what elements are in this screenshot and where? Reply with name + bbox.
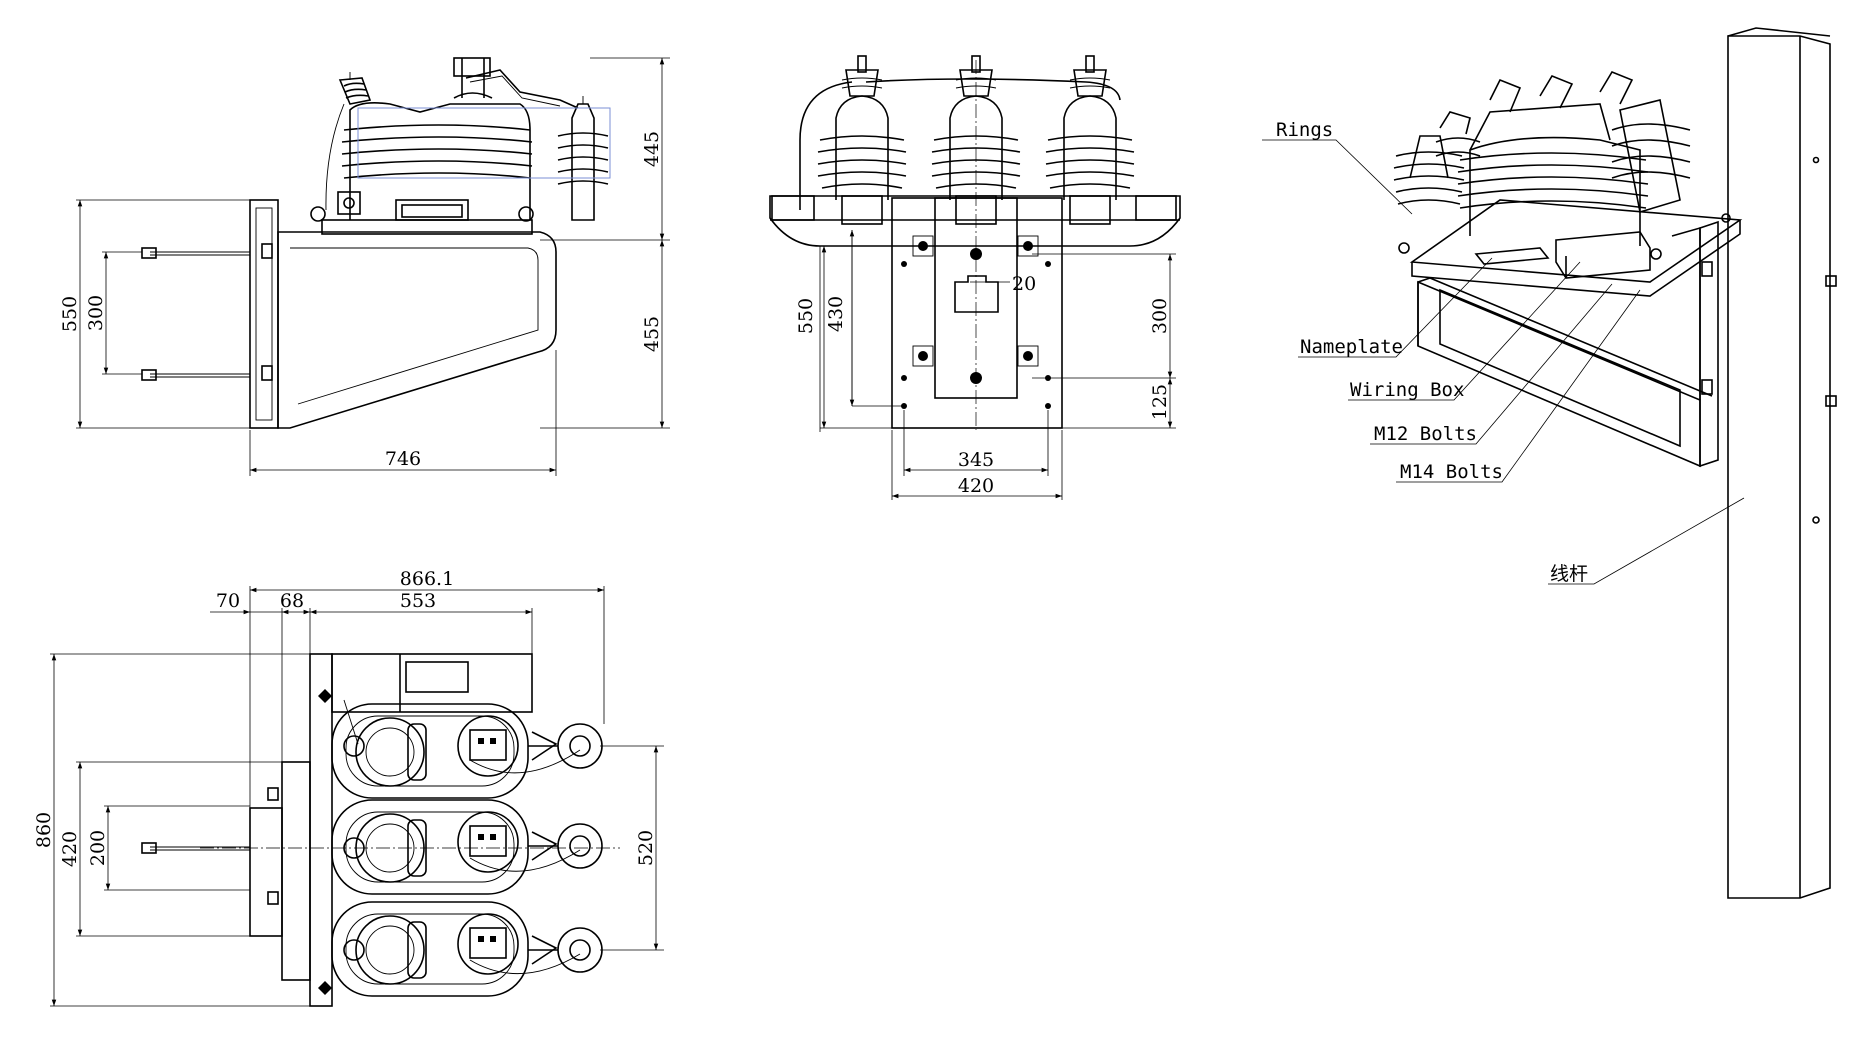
front-view: 550 430 20 300 125 345 420 (769, 55, 1181, 500)
side-dim-bracket-height: 550 (59, 296, 81, 332)
iso-breaker-body (1469, 136, 1641, 246)
side-bracket (277, 231, 557, 429)
top-dim-total-depth: 860 (33, 812, 55, 848)
iso-nameplate (1474, 247, 1550, 265)
side-arrester (571, 103, 595, 221)
iso-platform (1409, 199, 1743, 283)
front-dim-inner-width: 345 (958, 449, 994, 471)
iso-label-m12: M12 Bolts (1374, 423, 1477, 445)
top-dim-body-length: 553 (400, 590, 436, 612)
top-dim-frame-depth: 420 (59, 831, 81, 867)
front-dim-bottom-offset: 125 (1149, 384, 1171, 420)
front-dim-hole-height: 430 (825, 296, 847, 332)
iso-leader-m12 (1370, 283, 1613, 445)
front-dim-slot-width: 20 (1012, 273, 1036, 295)
front-mount-plate (891, 197, 1063, 429)
iso-label-nameplate: Nameplate (1300, 336, 1403, 358)
top-dim-total-length: 866.1 (400, 568, 454, 590)
top-poles (331, 703, 603, 997)
side-dim-lower-height: 455 (641, 316, 663, 352)
top-nameplate-box (331, 653, 533, 713)
iso-leader-m14 (1396, 289, 1641, 483)
front-dim-slot-spacing: 300 (1149, 298, 1171, 334)
top-wall-plate (249, 807, 283, 937)
front-breaker-frame (769, 195, 1181, 247)
top-dim-offset-b: 68 (280, 590, 304, 612)
iso-wiring-box (1555, 231, 1651, 279)
iso-leader-pole (1548, 497, 1745, 585)
iso-view: Rings Nameplate Wiring Box M12 Bolts M14… (1262, 27, 1837, 899)
side-insulator-fins (341, 124, 533, 179)
top-frame-rail (309, 653, 333, 1007)
front-dim-plate-height: 550 (795, 298, 817, 334)
side-view: 746 550 300 445 455 (59, 57, 670, 476)
front-insulators (817, 55, 1135, 225)
side-dim-upper-height: 445 (641, 131, 663, 167)
top-dim-bolt-spacing: 200 (87, 830, 109, 866)
side-mount-plate (249, 199, 279, 429)
iso-leader-rings (1262, 139, 1413, 215)
top-dim-offset-a: 70 (216, 590, 240, 612)
top-view: 866.1 70 68 553 860 420 200 520 (33, 568, 664, 1007)
iso-pole (1727, 35, 1831, 899)
iso-label-wiring-box: Wiring Box (1350, 379, 1464, 401)
side-dim-bolt-spacing: 300 (85, 295, 107, 331)
iso-label-rings: Rings (1276, 119, 1333, 141)
iso-label-m14: M14 Bolts (1400, 461, 1503, 483)
top-dim-phase-spacing: 520 (635, 830, 657, 866)
iso-label-pole: 线杆 (1550, 563, 1588, 585)
iso-leader-nameplate (1298, 257, 1493, 358)
front-dim-plate-width: 420 (958, 475, 994, 497)
iso-leader-wiring-box (1348, 261, 1581, 401)
iso-rings (1393, 111, 1481, 205)
side-dim-width: 746 (385, 448, 421, 470)
